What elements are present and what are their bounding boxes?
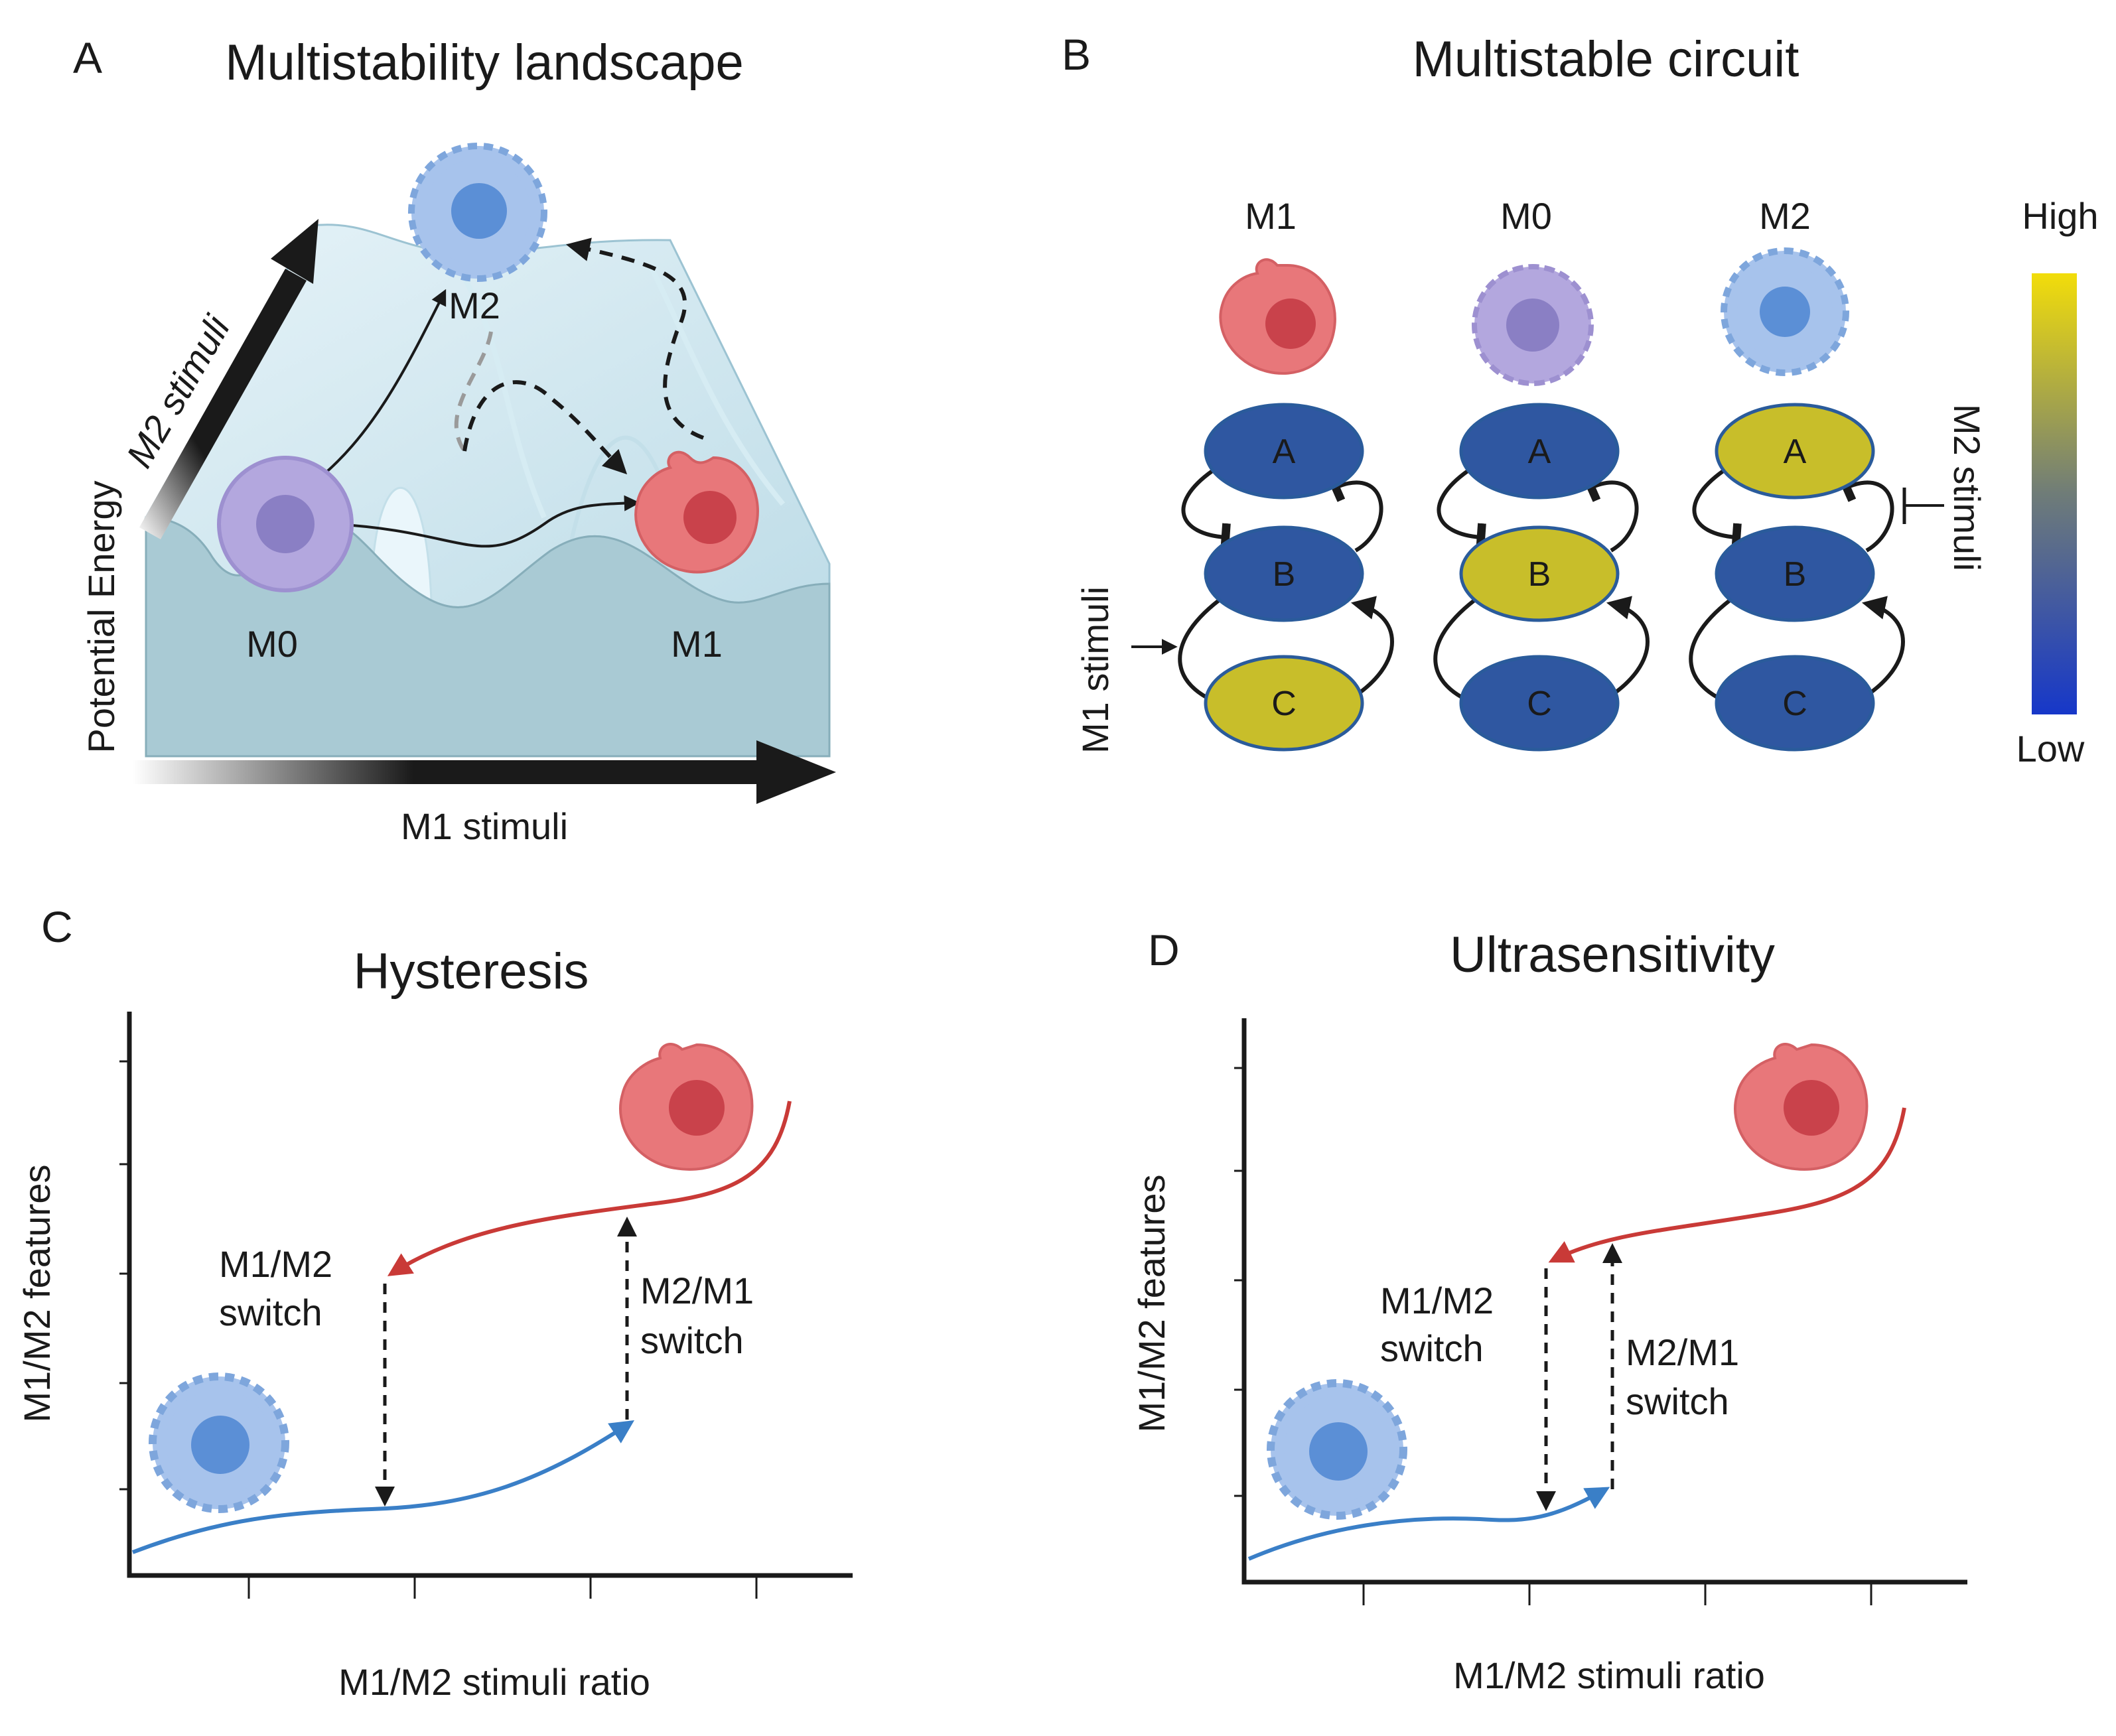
- panel-c-switch-right-line1: M2/M1: [640, 1270, 754, 1311]
- m2-macrophage: [408, 143, 547, 282]
- node-b-m2: [1715, 525, 1875, 622]
- node-a-m1: [1204, 403, 1364, 500]
- panel-c-switch-left-line2: switch: [219, 1292, 322, 1333]
- inhibition-a-to-b: [1437, 469, 1486, 552]
- inhibition-a-to-b: [1692, 469, 1742, 552]
- panel-d-title: Ultrasensitivity: [1450, 927, 1775, 983]
- node-label: A: [1784, 433, 1807, 471]
- panel-b: B Multistable circuit M1 M0 M2 A B C A B C A B C…: [1062, 30, 2099, 769]
- inhibition-b-to-a: [1326, 473, 1383, 553]
- circuit-network: A B C A B C A B C: [1178, 403, 1905, 752]
- panel-d-axes: [1241, 1018, 1967, 1585]
- node-c-m1: [1204, 655, 1364, 752]
- m2-state-label: M2: [449, 285, 500, 326]
- colorbar-high-label: High: [2022, 195, 2098, 237]
- panel-a-letter: A: [73, 33, 102, 82]
- m2-macrophage: [1721, 247, 1849, 376]
- node-label: B: [1528, 555, 1551, 594]
- m2-to-m1-dashed-arrow: [462, 380, 628, 475]
- m0-state-label: M0: [246, 623, 298, 665]
- m1-state-label: M1: [671, 623, 723, 665]
- node-c-m0: [1459, 655, 1620, 752]
- panel-c-blue-curve: [131, 1420, 635, 1554]
- panel-c: C Hysteresis M1/M2 features M1/M2 stimul…: [16, 902, 853, 1703]
- landscape-ridge: [648, 264, 786, 506]
- activation-c-to-b: [1348, 596, 1394, 702]
- m1-macrophage: [618, 1043, 754, 1171]
- m1-macrophage: [634, 450, 759, 574]
- landscape-ridge: [569, 435, 672, 545]
- panel-a: A Multistability landscape M1 stimuli M2…: [73, 33, 836, 847]
- circuit-m0-header: M0: [1500, 195, 1552, 237]
- panel-c-x-label: M1/M2 stimuli ratio: [338, 1661, 650, 1703]
- node-b-m1: [1204, 525, 1364, 622]
- activation-c-to-b: [1859, 596, 1905, 702]
- inhibition-b-to-a: [1581, 473, 1639, 553]
- m0-macrophage: [217, 456, 354, 592]
- panel-d-switch-left-line2: switch: [1380, 1327, 1484, 1369]
- m1-macrophage: [1733, 1043, 1869, 1171]
- panel-d-x-ticks: [1362, 1582, 1872, 1605]
- m1-stimuli-axis: [133, 760, 756, 784]
- m2-macrophage: [1267, 1379, 1407, 1520]
- inhibition-b-to-a: [1837, 473, 1894, 553]
- panel-c-axes: [127, 1012, 853, 1578]
- potential-energy-label: Potential Energy: [80, 481, 122, 754]
- panel-d-y-label: M1/M2 features: [1131, 1174, 1172, 1432]
- panel-d-switch-left-line1: M1/M2: [1380, 1280, 1494, 1321]
- node-label: C: [1527, 685, 1552, 723]
- panel-d: D Ultrasensitivity M1/M2 features M1/M2 …: [1131, 925, 1967, 1696]
- panel-c-y-label: M1/M2 features: [16, 1164, 58, 1422]
- m2-stimuli-axis-head: [271, 219, 318, 284]
- m1-stimuli-label: M1 stimuli: [401, 805, 568, 847]
- panel-a-title: Multistability landscape: [225, 34, 744, 91]
- panel-d-red-curve: [1548, 1107, 1906, 1263]
- node-a-m0: [1459, 403, 1620, 500]
- m1-macrophage: [1219, 258, 1336, 375]
- landscape-ridge: [462, 277, 547, 519]
- activation-c-to-b: [1603, 596, 1650, 702]
- panel-b-letter: B: [1062, 30, 1091, 79]
- expression-colorbar: [2032, 273, 2077, 714]
- panel-d-switch-right-line2: switch: [1626, 1380, 1729, 1422]
- panel-d-blue-curve: [1247, 1487, 1610, 1561]
- node-label: A: [1273, 433, 1296, 471]
- panel-c-red-curve: [387, 1101, 792, 1276]
- m0-macrophage: [1472, 264, 1594, 386]
- m1-stimuli-input-label: M1 stimuli: [1074, 586, 1116, 754]
- colorbar-low-label: Low: [2016, 728, 2085, 769]
- circuit-m2-header: M2: [1759, 195, 1811, 237]
- panel-b-title: Multistable circuit: [1413, 31, 1799, 88]
- m1-to-m2-dashed-arrow: [565, 237, 705, 440]
- panel-c-letter: C: [41, 902, 73, 951]
- node-label: B: [1273, 555, 1296, 594]
- m1-stimuli-axis-head: [756, 740, 836, 804]
- inhibition-a-to-b: [1181, 469, 1231, 552]
- panel-c-switch-left-line1: M1/M2: [219, 1243, 332, 1285]
- node-label: C: [1782, 685, 1807, 723]
- m2-stimuli-input-label: M2 stimuli: [1946, 404, 1988, 571]
- panel-d-switch-right-line1: M2/M1: [1626, 1331, 1739, 1373]
- m0-to-m1-arrow: [331, 495, 640, 548]
- m0-to-m2-arrow: [311, 289, 447, 486]
- panel-c-title: Hysteresis: [354, 943, 589, 1000]
- circuit-m1-header: M1: [1245, 195, 1297, 237]
- m2-stimuli-axis: [139, 269, 307, 539]
- node-label: A: [1528, 433, 1551, 471]
- panel-d-y-ticks: [1234, 1067, 1244, 1497]
- node-a-m2: [1715, 403, 1875, 500]
- m2-macrophage: [149, 1372, 289, 1513]
- panel-d-x-label: M1/M2 stimuli ratio: [1453, 1654, 1765, 1696]
- node-c-m2: [1715, 655, 1875, 752]
- node-label: B: [1784, 555, 1807, 594]
- panel-c-x-ticks: [247, 1575, 758, 1599]
- node-b-m0: [1459, 525, 1620, 622]
- panel-c-switch-right-line2: switch: [640, 1319, 744, 1361]
- panel-d-letter: D: [1148, 925, 1180, 974]
- node-label: C: [1271, 685, 1297, 723]
- panel-c-y-ticks: [119, 1060, 129, 1491]
